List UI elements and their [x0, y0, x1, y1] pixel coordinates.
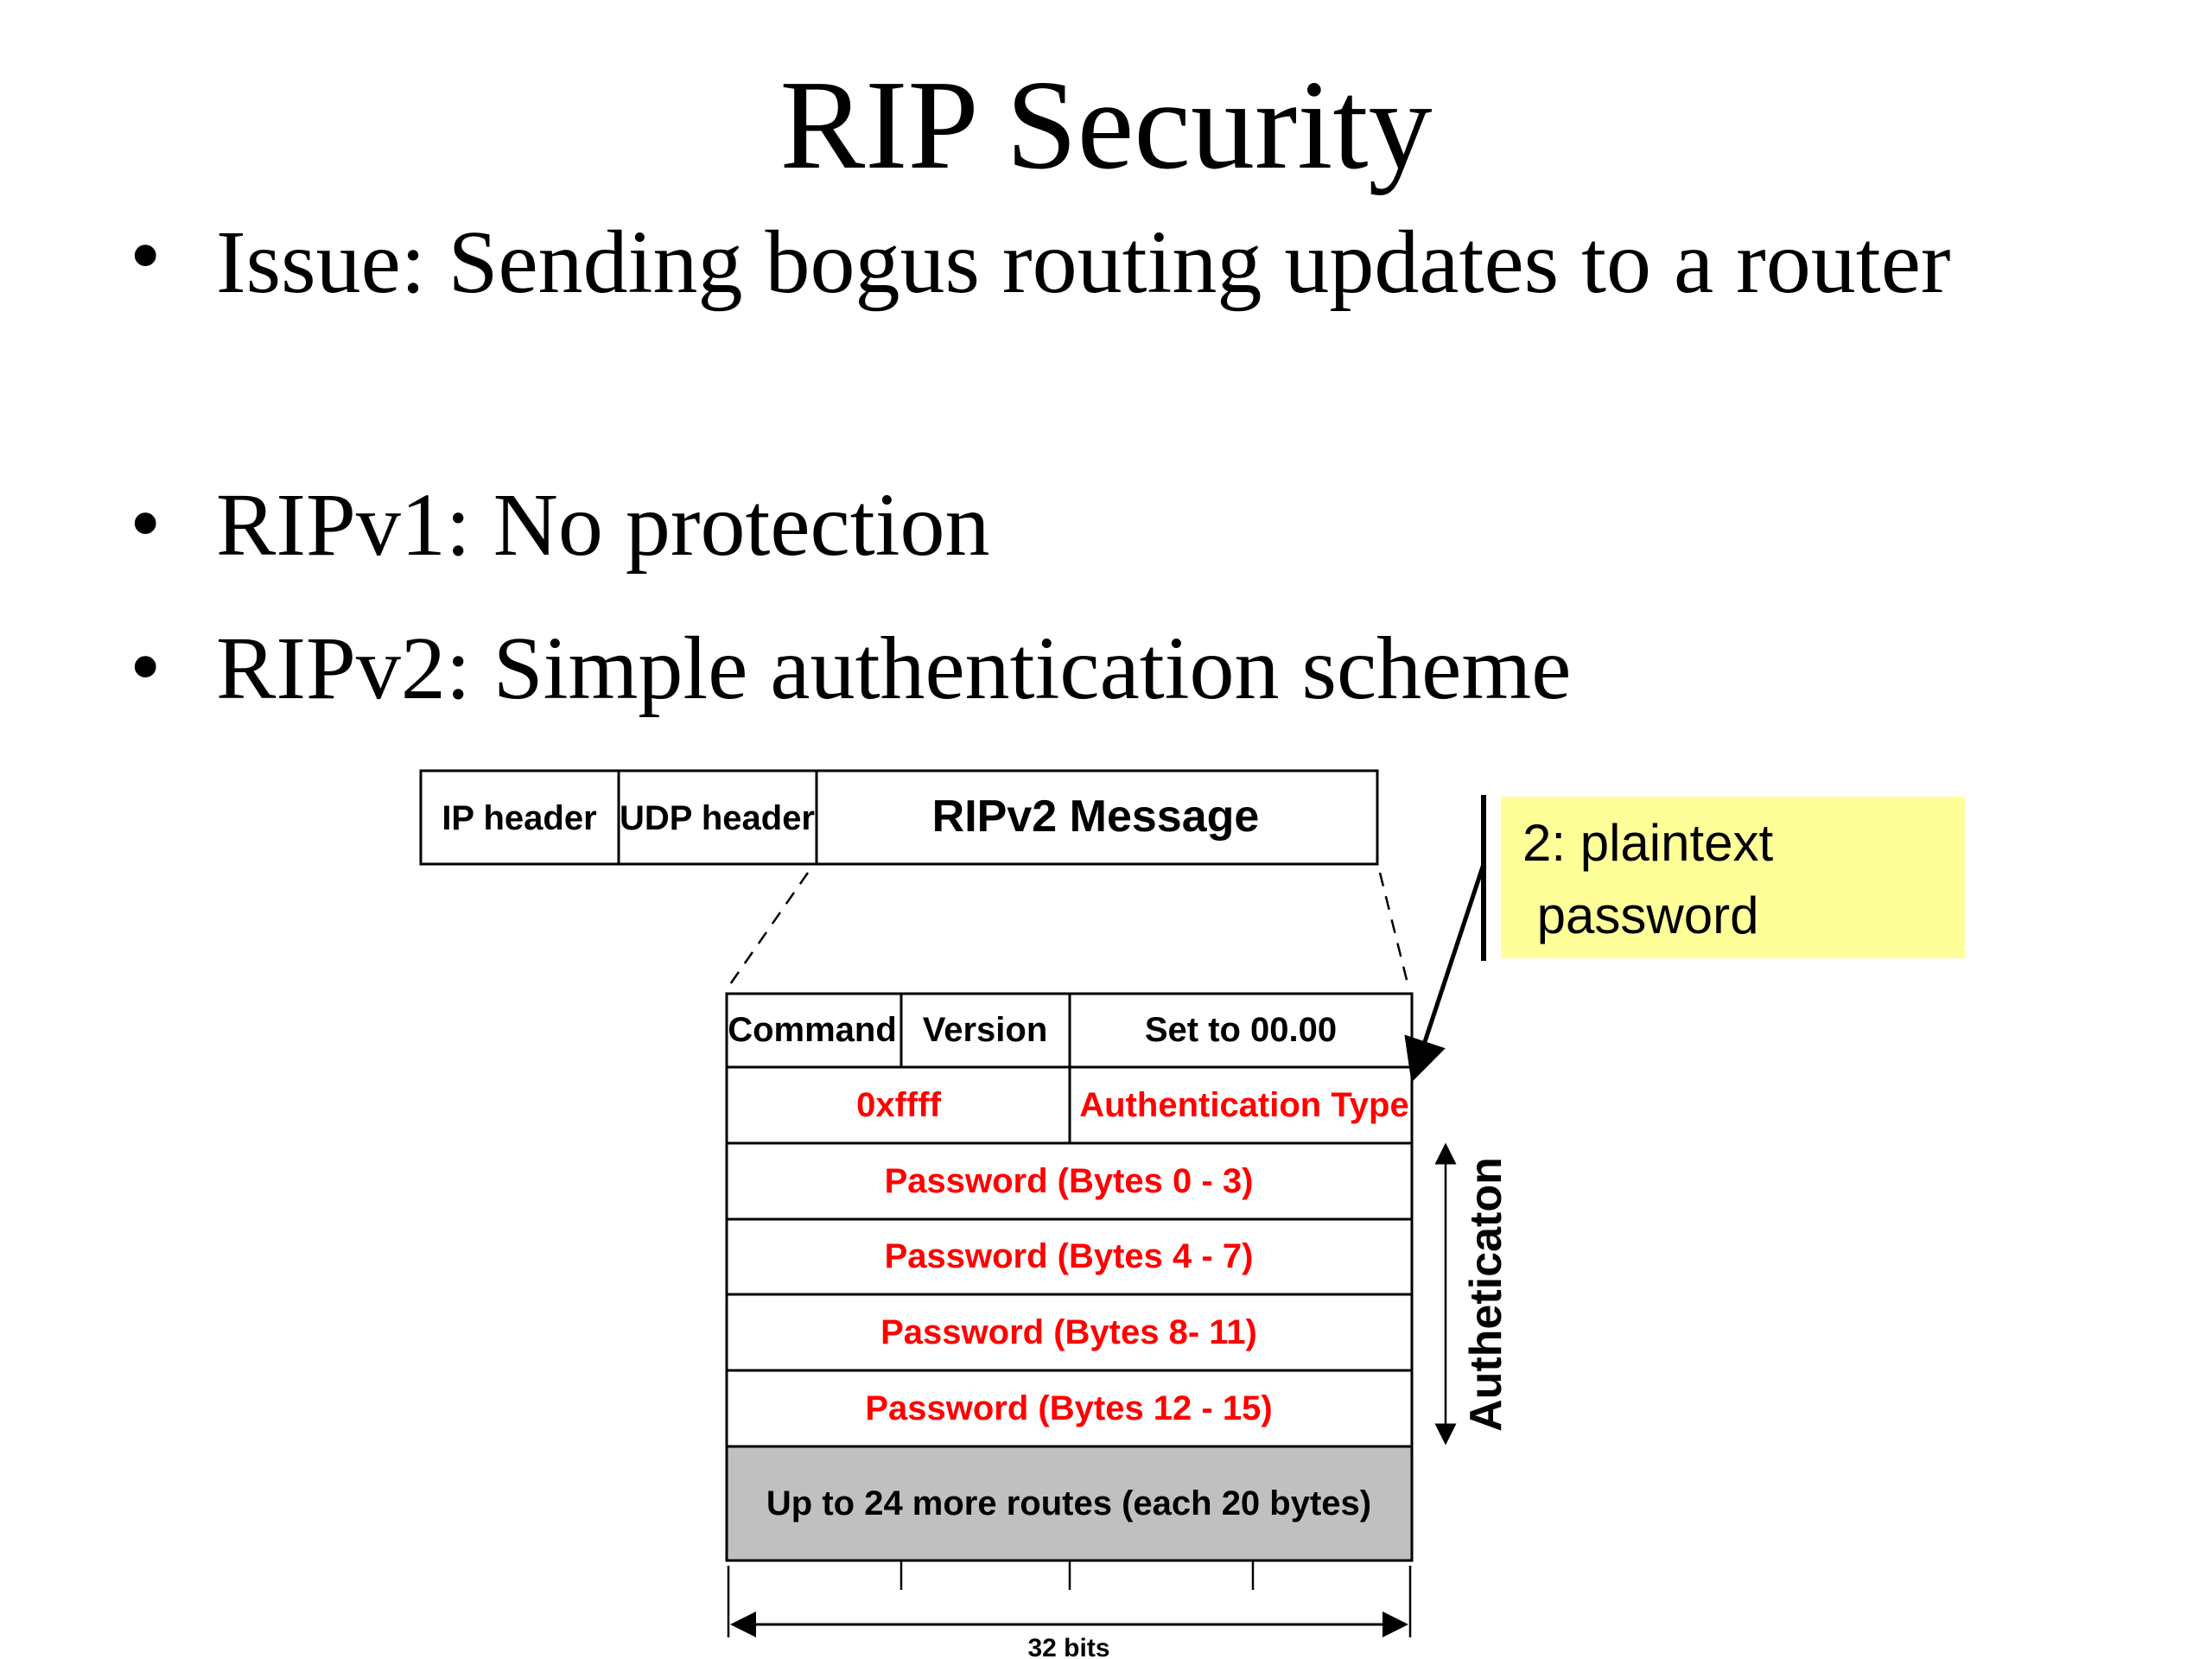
plaintext-password-callout: 2: plaintext password — [1501, 797, 1965, 958]
zoom-line-right — [1378, 872, 1410, 988]
rip-message-format: Command Version Set to 00.00 0xffff Auth… — [725, 992, 1414, 1590]
bullet-ripv1: RIPv1: No protection — [216, 475, 990, 575]
slide-title: RIP Security — [779, 54, 1433, 196]
oxffff-field: 0xffff — [856, 1086, 941, 1124]
bullet-ripv2: RIPv2: Simple authentication scheme — [216, 619, 1572, 718]
callout-line-1: 2: plaintext — [1522, 814, 1774, 872]
password-field: Password (Bytes 8- 11) — [880, 1313, 1257, 1351]
command-field: Command — [728, 1011, 897, 1049]
authentication-type-field: Authentication Type — [1079, 1086, 1408, 1124]
callout-arrow — [1404, 863, 1486, 1083]
password-field: Password (Bytes 4 - 7) — [885, 1237, 1254, 1275]
packet-header-row: IP header UDP header RIPv2 Message — [419, 769, 1379, 866]
version-field: Version — [923, 1011, 1048, 1049]
zoom-line-left — [727, 872, 810, 988]
authentication-label: Autheticaton — [1461, 1157, 1511, 1432]
routes-field: Up to 24 more routes (each 20 bytes) — [766, 1484, 1371, 1522]
bullet-marker: • — [130, 206, 162, 305]
bullet-marker: • — [130, 617, 162, 716]
ip-header-cell: IP header — [442, 799, 596, 837]
bullet-marker: • — [130, 474, 162, 573]
set-to-field: Set to 00.00 — [1145, 1011, 1337, 1049]
bullet-issue: Issue: Sending bogus routing updates to … — [216, 213, 1951, 312]
bit-width-dimension: 32 bits — [727, 1566, 1412, 1659]
password-field: Password (Bytes 0 - 3) — [885, 1162, 1254, 1200]
callout-line-2: password — [1522, 887, 1758, 944]
authentication-span: Autheticaton — [1434, 1142, 1511, 1446]
bits-label: 32 bits — [1027, 1634, 1109, 1659]
ripv2-message-cell: RIPv2 Message — [932, 791, 1260, 842]
udp-header-cell: UDP header — [620, 799, 815, 837]
password-field: Password (Bytes 12 - 15) — [865, 1389, 1272, 1427]
